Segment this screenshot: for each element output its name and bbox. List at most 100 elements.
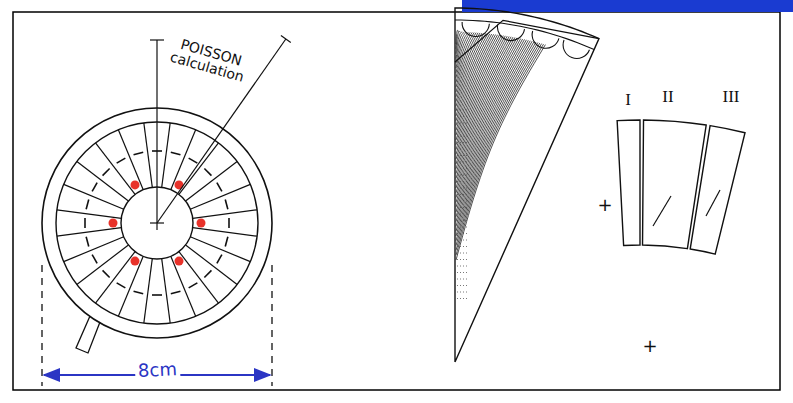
field-dots [457,188,467,189]
polarity-dash [103,270,110,277]
vane [186,162,238,202]
polarity-dash [92,255,97,264]
field-dots [457,266,467,267]
segment-slash [653,196,671,226]
field-dots [457,123,467,124]
segment-numeral: II [662,88,673,107]
field-dots [457,246,467,247]
vane [96,143,136,195]
field-dots [457,155,467,156]
field-dots [457,201,467,202]
polarity-dash [171,291,181,294]
field-dots [457,272,467,273]
segment-slash [706,190,720,216]
vane [162,259,170,323]
field-line [456,33,474,83]
electrode-scallop [497,25,524,41]
field-dots [457,298,467,299]
vane [77,245,129,285]
field-dots [457,110,467,111]
field-dots [457,149,467,150]
polarity-dash [86,237,89,247]
polarity-dash [134,152,144,155]
field-dots [457,162,467,163]
polarity-dash [217,183,222,192]
red-dot [131,180,140,189]
field-line [456,38,517,188]
segment-numeral: III [723,88,740,107]
field-dots [457,227,467,228]
vane [193,228,257,236]
field-line [456,38,519,193]
field-dots [457,142,467,143]
field-line [456,44,542,251]
wedge-outline [455,8,599,362]
field-dots [457,175,467,176]
polarity-dash [86,200,89,210]
polarity-dash [84,218,86,228]
field-dots [457,168,467,169]
wedge-tick [150,39,164,40]
field-line [456,44,544,255]
vane [193,210,257,218]
vane [162,123,170,187]
electrode-scallop [462,22,489,36]
field-dots [457,259,467,260]
dimension-label: 8cm [134,359,180,381]
calculation-note: POISSON calculation [161,33,258,88]
wedge-line [156,40,157,230]
vane [77,162,129,202]
red-dot [109,219,118,228]
polarity-dash [217,255,222,264]
field-dots [457,240,467,241]
field-dots [457,116,467,117]
polarity-dash [152,294,162,296]
field-dots [457,136,467,137]
red-dot [197,219,206,228]
field-dots [457,129,467,130]
polarity-dash [171,152,181,155]
electrode-scallop [532,31,559,48]
wedge-tick [281,36,291,43]
vane [179,252,219,304]
electrode-segment [690,126,745,254]
polarity-dash [189,283,198,288]
title-bar [462,0,793,12]
field-dots [457,279,467,280]
vane [186,245,238,285]
vane [57,210,121,218]
red-dot [131,257,140,266]
polarity-dash [103,169,110,176]
field-dots [457,220,467,221]
field-dots [457,207,467,208]
polarity-dash [204,270,211,277]
field-line [456,45,545,260]
polarity-dash [134,291,144,294]
field-dots [457,292,467,293]
electrode-segment [617,120,640,245]
field-plot [455,8,599,362]
polarity-dash [204,169,211,176]
field-dots [457,253,467,254]
vane [57,228,121,236]
vane [144,259,152,323]
field-dots [457,181,467,182]
dimension-extension [41,265,42,386]
electrode-edge [455,20,599,62]
slide-frame [13,12,780,390]
segment-numeral: I [625,91,631,110]
polarity-sign: + [597,195,612,215]
vane [144,123,152,187]
field-dots [457,214,467,215]
polarity-dash [117,158,126,163]
polarity-sign: + [642,336,657,356]
field-dots [457,194,467,195]
feed-tube [76,316,100,353]
red-dot [175,257,184,266]
polarity-dash [117,283,126,288]
ring-structure [42,36,291,386]
field-dots [457,233,467,234]
